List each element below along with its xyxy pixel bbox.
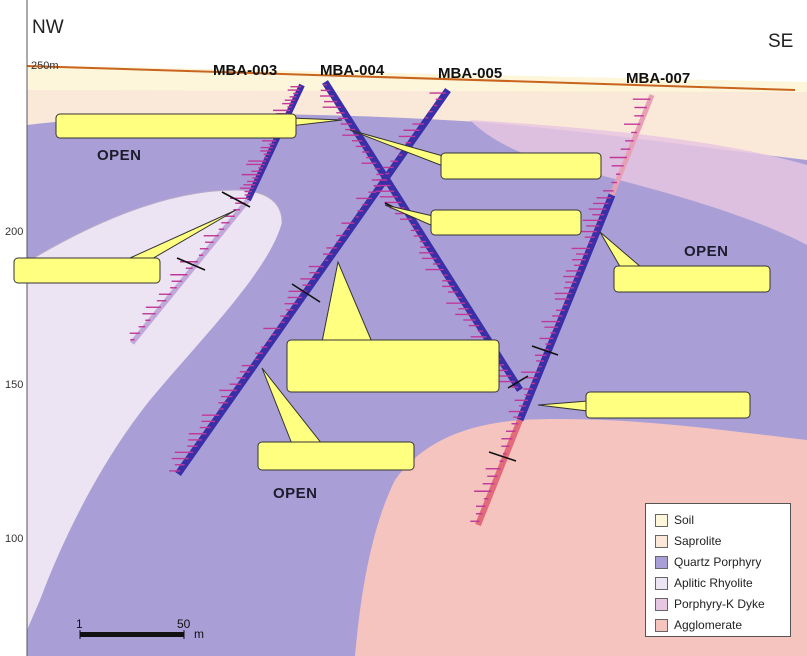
legend-item-aplitic-rhyolite: Aplitic Rhyolite	[655, 575, 753, 591]
hole-label-mba-003: MBA-003	[213, 62, 278, 79]
surface-line	[26, 65, 796, 91]
callout-text-5: 71m @ 0.6 g/t Au	[634, 273, 750, 287]
elevation-150: 150	[5, 379, 24, 391]
callout-box-2	[440, 152, 602, 180]
open-label-2: OPEN	[684, 243, 729, 260]
hole-label-mba-007: MBA-007	[626, 70, 691, 87]
callout-box-8	[257, 441, 415, 471]
callout-box-4	[13, 257, 161, 284]
callout-text-1: 45m @ 1.4 g/t Au	[118, 120, 234, 134]
legend-item-agglomerate: Agglomerate	[655, 617, 742, 633]
legend-label: Soil	[674, 513, 695, 527]
legend-label: Saprolite	[674, 534, 722, 548]
legend-swatch	[655, 513, 668, 527]
drill-trace-mba-007-upper	[609, 94, 655, 196]
drill-trace-mba-005	[175, 87, 451, 477]
callout-text-8: 74m @ 0.3 g/t Au	[278, 450, 394, 464]
legend-item-soil: Soil	[655, 512, 694, 528]
drill-trace-mba-007	[516, 193, 616, 422]
hole-label-mba-004: MBA-004	[320, 62, 385, 79]
porphyry-k-dyke-unit	[470, 120, 807, 245]
callout-text-6b: Including 69m @ 1.0 g/t Au	[302, 371, 485, 385]
elevation-100: 100	[5, 533, 24, 545]
legend-swatch	[655, 555, 668, 569]
direction-se: SE	[768, 31, 794, 52]
legend: Soil Saprolite Quartz Porphyry Aplitic R…	[645, 503, 791, 637]
scale-unit-label: m	[194, 627, 204, 641]
callout-text-6: 83.6m @ 0.9 g/t Au	[329, 351, 458, 365]
open-label-1: OPEN	[97, 147, 142, 164]
direction-nw: NW	[32, 17, 64, 38]
callout-box-1	[55, 113, 297, 139]
drill-trace-mba-007-lower	[475, 418, 523, 527]
aplitic-rhyolite-unit	[27, 190, 282, 630]
scale-bar	[79, 630, 185, 639]
callout-box-6	[286, 339, 500, 393]
drill-trace-mba-003-lower	[130, 198, 250, 345]
legend-item-porphyry-k-dyke: Porphyry-K Dyke	[655, 596, 765, 612]
legend-swatch	[655, 597, 668, 611]
elevation-250: 250m	[31, 60, 59, 72]
open-label-3: OPEN	[273, 485, 318, 502]
legend-swatch	[655, 618, 668, 632]
hole-label-mba-005: MBA-005	[438, 65, 503, 82]
callout-box-7	[585, 391, 751, 419]
elevation-200: 200	[5, 226, 24, 238]
callout-box-3	[430, 209, 582, 236]
legend-swatch	[655, 534, 668, 548]
scale-end-label: 50	[177, 617, 191, 631]
callout-text-3: 72m @ 0.6 g/t Au	[448, 216, 564, 230]
legend-label: Porphyry-K Dyke	[674, 597, 765, 611]
callout-text-2: 50m @ 1.1 g/t Au	[463, 160, 579, 174]
legend-item-saprolite: Saprolite	[655, 533, 721, 549]
legend-label: Agglomerate	[674, 618, 743, 632]
scale-start-label: 1	[76, 617, 83, 631]
interval-ticks	[176, 191, 559, 462]
legend-item-quartz-porphyry: Quartz Porphyry	[655, 554, 761, 570]
callout-box-5	[613, 265, 771, 293]
legend-label: Quartz Porphyry	[674, 555, 762, 569]
callout-text-7: 43m @ 0.5 g/t Au	[610, 399, 726, 413]
legend-label: Aplitic Rhyolite	[674, 576, 753, 590]
legend-swatch	[655, 576, 668, 590]
intercept-callouts: 45m @ 1.4 g/t Au 50m @ 1.1 g/t Au 72m @ …	[13, 113, 771, 471]
callout-text-4: 21m @ 0.2 g/t Au	[29, 264, 145, 278]
